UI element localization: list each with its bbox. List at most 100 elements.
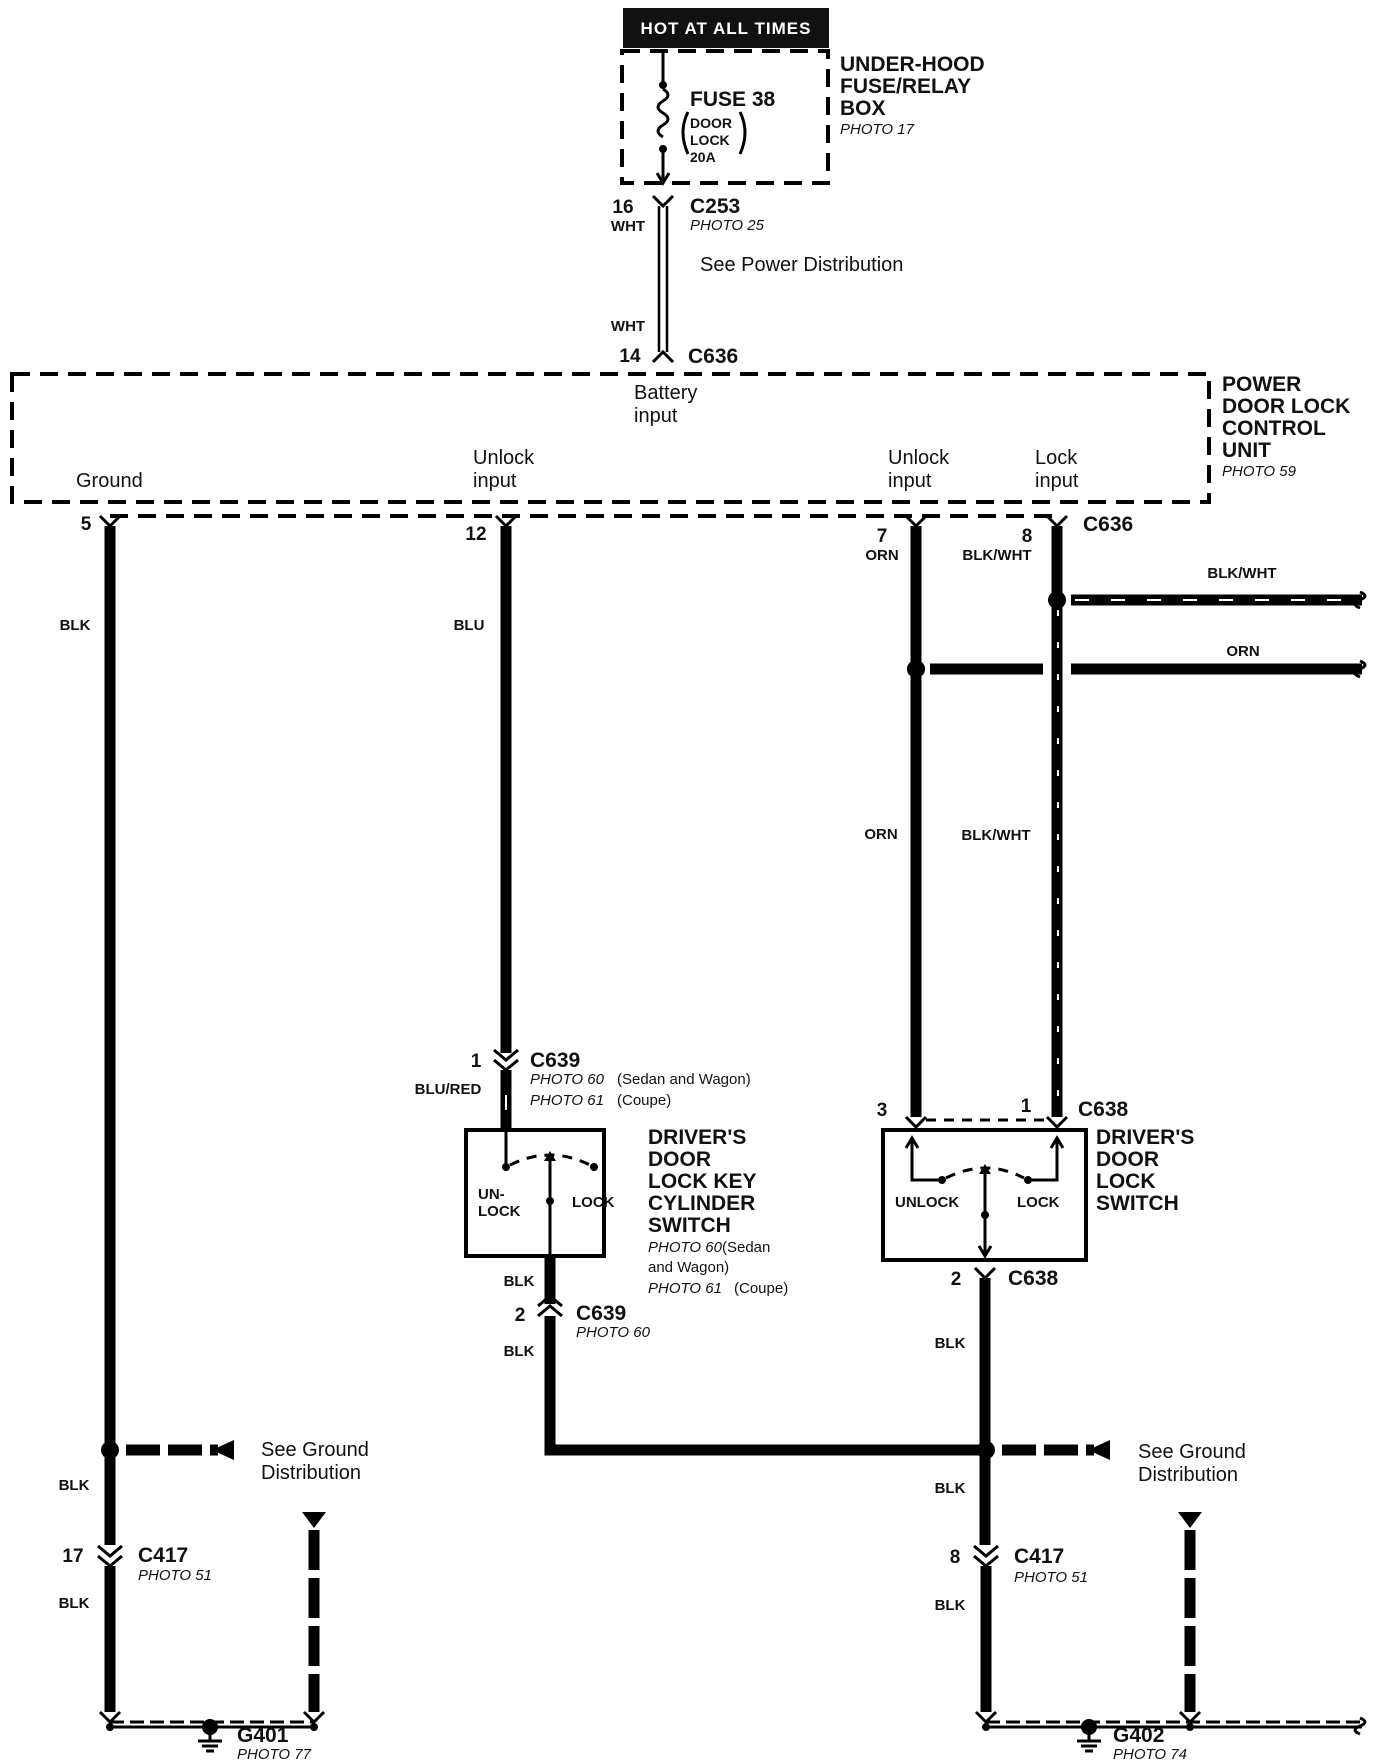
door-lock-switch: UNLOCK LOCK — [881, 1128, 1088, 1262]
c636-top-name: C636 — [688, 345, 738, 368]
c639-top-photo-2: PHOTO 61 — [530, 1092, 604, 1109]
fuse-symbol — [656, 87, 670, 139]
g402-name: G402 — [1113, 1724, 1164, 1747]
pin-unlock-2: 7 — [877, 526, 888, 547]
c636-bottom-connector — [98, 514, 1069, 529]
hot-label: HOT AT ALL TIMES — [641, 19, 812, 38]
c253-pin: 16 — [612, 197, 633, 218]
c639-top-name: C639 — [530, 1049, 580, 1072]
right-ground-dist-wire — [1178, 1512, 1202, 1712]
c639-top-photo-2-note: (Coupe) — [617, 1092, 671, 1109]
connector-c638-top: 3 1 C638 — [877, 1096, 1129, 1130]
orn-label-top: ORN — [865, 547, 898, 564]
ground-dist-right-1: See Ground — [1138, 1441, 1246, 1463]
unlock-input-1-line1: Unlock — [473, 447, 535, 469]
unlock-input-2-line1: Unlock — [888, 447, 950, 469]
fuse-desc-2: LOCK — [690, 132, 730, 148]
right-blk-label-2: BLK — [935, 1597, 966, 1614]
right-ground-splice — [977, 1440, 1110, 1460]
ground-wire-label: BLK — [60, 617, 91, 634]
g402-photo: PHOTO 74 — [1113, 1746, 1187, 1762]
c636-top-wire: WHT — [611, 318, 645, 335]
blu-red-label: BLU/RED — [415, 1081, 482, 1098]
ground-input-label: Ground — [76, 470, 143, 492]
fuse-rating: 20A — [690, 149, 716, 165]
key-switch-title-3: LOCK KEY — [648, 1170, 757, 1193]
lock-switch-title-3: LOCK — [1096, 1170, 1156, 1193]
c638-top-name: C638 — [1078, 1098, 1129, 1121]
orn-branch — [907, 659, 1367, 679]
c638-top-pin-right: 1 — [1021, 1096, 1032, 1117]
blu-label: BLU — [454, 617, 485, 634]
c417-left-photo: PHOTO 51 — [138, 1567, 212, 1584]
pin-lock: 8 — [1022, 526, 1033, 547]
g401-photo: PHOTO 77 — [237, 1746, 312, 1762]
key-switch-photo-1-note-2: and Wagon) — [648, 1259, 729, 1276]
blk-wht-branch-label: BLK/WHT — [1207, 565, 1276, 582]
key-switch-unlock-1: UN- — [478, 1186, 505, 1203]
fuse-box-photo: PHOTO 17 — [840, 121, 915, 138]
c639-bottom-name: C639 — [576, 1302, 626, 1325]
battery-input-1: Battery — [634, 382, 697, 404]
key-switch-photo-2: PHOTO 61 — [648, 1280, 722, 1297]
ground-g402: G402 PHOTO 74 — [974, 1710, 1367, 1762]
blk-wht-branch — [1048, 590, 1367, 610]
key-switch-title-5: SWITCH — [648, 1214, 731, 1237]
control-unit-outline — [10, 372, 1211, 504]
connector-c639-bottom: 2 C639 PHOTO 60 — [515, 1294, 651, 1341]
connector-c636-top: 14 C636 — [619, 345, 738, 368]
c417-right-pin: 8 — [950, 1547, 961, 1568]
power-distribution-note: See Power Distribution — [700, 254, 903, 276]
key-switch-title-1: DRIVER'S — [648, 1126, 746, 1149]
control-unit-photo: PHOTO 59 — [1222, 463, 1297, 480]
c639-bottom-pin: 2 — [515, 1305, 526, 1326]
unlock-input-2-line2: input — [888, 470, 932, 492]
key-switch-unlock-2: LOCK — [478, 1203, 521, 1220]
connector-c417-right: 8 C417 PHOTO 51 — [950, 1544, 1088, 1586]
fuse-name: FUSE 38 — [690, 88, 776, 111]
control-unit-title-2: DOOR LOCK — [1222, 395, 1350, 418]
fuse-box-title-1: UNDER-HOOD — [840, 53, 985, 76]
underhood-fuse-box: FUSE 38 DOOR LOCK 20A — [620, 49, 830, 186]
c417-left-name: C417 — [138, 1544, 188, 1567]
fuse-desc-1: DOOR — [690, 115, 732, 131]
pin-unlock-1: 12 — [465, 524, 486, 545]
lock-switch-title-4: SWITCH — [1096, 1192, 1179, 1215]
key-switch-title-2: DOOR — [648, 1148, 711, 1171]
left-blk-label-1: BLK — [59, 1477, 90, 1494]
ground-dist-left-1: See Ground — [261, 1439, 369, 1461]
orn-branch-label: ORN — [1226, 643, 1259, 660]
ground-g401: G401 PHOTO 77 — [98, 1710, 326, 1762]
key-switch-blk-label-2: BLK — [504, 1343, 535, 1360]
key-switch-lock: LOCK — [572, 1194, 615, 1211]
key-switch-photo-1-note-1: (Sedan — [722, 1239, 770, 1256]
blk-wht-label-top: BLK/WHT — [962, 547, 1031, 564]
connector-c417-left: 17 C417 PHOTO 51 — [62, 1544, 211, 1584]
control-unit-title-4: UNIT — [1222, 439, 1271, 462]
lock-switch-unlock: UNLOCK — [895, 1194, 959, 1211]
c639-top-photo-1-note: (Sedan and Wagon) — [617, 1071, 751, 1088]
c253-wire: WHT — [611, 218, 645, 235]
left-blk-label-2: BLK — [59, 1595, 90, 1612]
fuse-box-title-2: FUSE/RELAY — [840, 75, 971, 98]
c253-name: C253 — [690, 195, 740, 218]
control-unit-title-1: POWER — [1222, 373, 1301, 396]
lock-switch-lock: LOCK — [1017, 1194, 1060, 1211]
c636-top-pin: 14 — [619, 346, 641, 367]
c639-top-pin: 1 — [471, 1051, 482, 1072]
c639-bottom-photo: PHOTO 60 — [576, 1324, 651, 1341]
key-switch-photo-1: PHOTO 60 — [648, 1239, 723, 1256]
c639-top-photo-1: PHOTO 60 — [530, 1071, 605, 1088]
c253-photo: PHOTO 25 — [690, 217, 765, 234]
unlock-input-1-line2: input — [473, 470, 517, 492]
lock-input-line1: Lock — [1035, 447, 1078, 469]
lock-switch-title-2: DOOR — [1096, 1148, 1159, 1171]
c417-left-pin: 17 — [62, 1546, 83, 1567]
control-unit-title-3: CONTROL — [1222, 417, 1326, 440]
c638-top-pin-left: 3 — [877, 1100, 888, 1121]
orn-label-mid: ORN — [864, 826, 897, 843]
connector-c638-bottom: 2 C638 — [951, 1266, 1059, 1290]
right-blk-label-1: BLK — [935, 1480, 966, 1497]
fuse-box-title-3: BOX — [840, 97, 886, 120]
